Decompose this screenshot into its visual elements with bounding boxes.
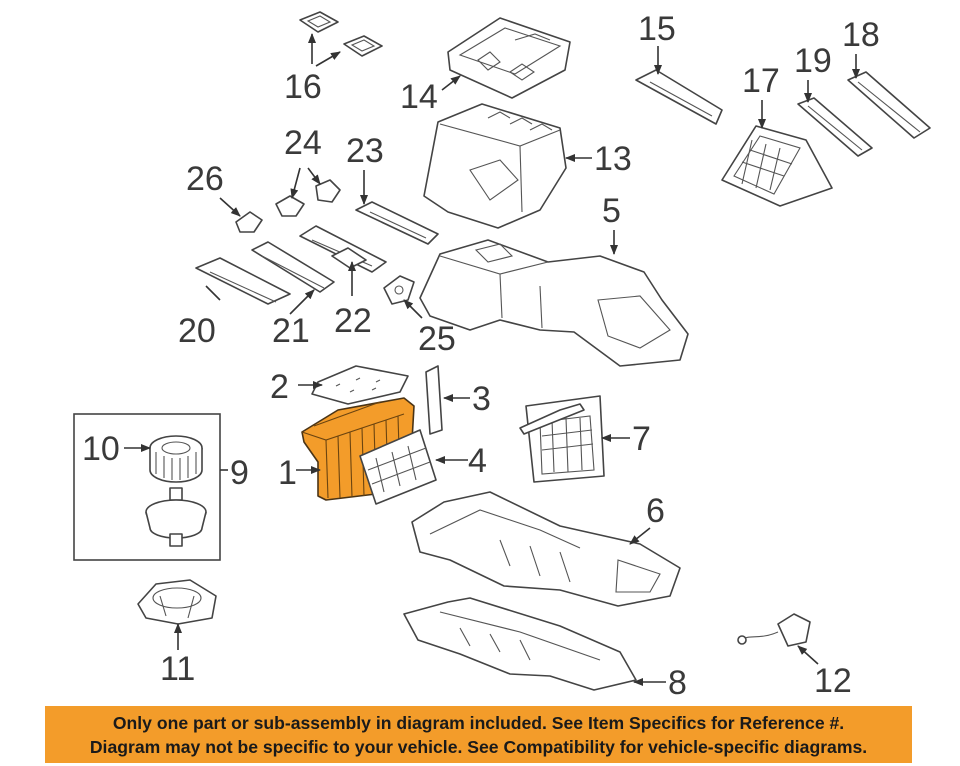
callout-20: 20: [178, 312, 216, 350]
part-18-filter: [847, 71, 931, 139]
callout-12: 12: [814, 662, 852, 700]
part-26-clip: [235, 211, 263, 233]
blower-motor: [145, 487, 207, 547]
callout-7: 7: [632, 420, 651, 458]
disclaimer-line-1: Only one part or sub-assembly in diagram…: [112, 712, 845, 733]
disclaimer-line-2: Diagram may not be specific to your vehi…: [89, 736, 868, 757]
part-12-actuator: [737, 613, 811, 647]
part-22-door: [299, 225, 387, 273]
part-16-pads: [299, 11, 383, 57]
callout-3: 3: [472, 380, 491, 418]
part-4-panel: [359, 429, 437, 505]
callout-6: 6: [646, 492, 665, 530]
callout-11: 11: [160, 650, 195, 688]
callout-23: 23: [346, 132, 384, 170]
part-17-filter-housing: [721, 125, 833, 207]
part-10-blower-wheel: [149, 435, 203, 483]
part-15-strip: [635, 69, 723, 125]
callout-10: 10: [82, 430, 120, 468]
part-5-main-case: [419, 239, 689, 367]
part-11-housing: [137, 579, 217, 625]
callout-19: 19: [794, 42, 832, 80]
callout-22: 22: [334, 302, 372, 340]
part-14-outlet-panel: [447, 17, 571, 99]
part-6-lower-case: [411, 491, 681, 607]
part-21-door: [251, 241, 335, 293]
part-25-bracket: [383, 275, 415, 305]
callout-13: 13: [594, 140, 632, 178]
callout-labels: 1 2 3 4 5 6 7 8 9 10 11 12 13 14 15 16 1…: [82, 10, 880, 700]
callout-16: 16: [284, 68, 322, 106]
part-8-bottom-tray: [403, 597, 637, 691]
callout-26: 26: [186, 160, 224, 198]
callout-18: 18: [842, 16, 880, 54]
callout-8: 8: [668, 664, 687, 700]
callout-15: 15: [638, 10, 676, 48]
part-7-heater-core: [519, 395, 605, 483]
part-23-door: [355, 201, 439, 245]
callout-14: 14: [400, 78, 438, 116]
callout-24: 24: [284, 124, 322, 162]
part-13-upper-housing: [423, 103, 567, 229]
callout-1: 1: [278, 454, 297, 492]
callout-17: 17: [742, 62, 780, 100]
part-3-seal-strip: [425, 365, 443, 435]
callout-2: 2: [270, 368, 289, 406]
callout-25: 25: [418, 320, 456, 358]
disclaimer-banner: Only one part or sub-assembly in diagram…: [45, 706, 912, 763]
part-9-blower-assembly: [73, 413, 221, 561]
callout-4: 4: [468, 442, 487, 480]
parts-diagram: 1 2 3 4 5 6 7 8 9 10 11 12 13 14 15 16 1…: [73, 10, 931, 700]
callout-5: 5: [602, 192, 621, 230]
callout-21: 21: [272, 312, 310, 350]
leader-lines: [124, 33, 860, 686]
part-20-door: [195, 257, 291, 305]
callout-9: 9: [230, 454, 249, 492]
part-2-seal: [311, 365, 409, 405]
part-24-brackets: [275, 179, 341, 217]
